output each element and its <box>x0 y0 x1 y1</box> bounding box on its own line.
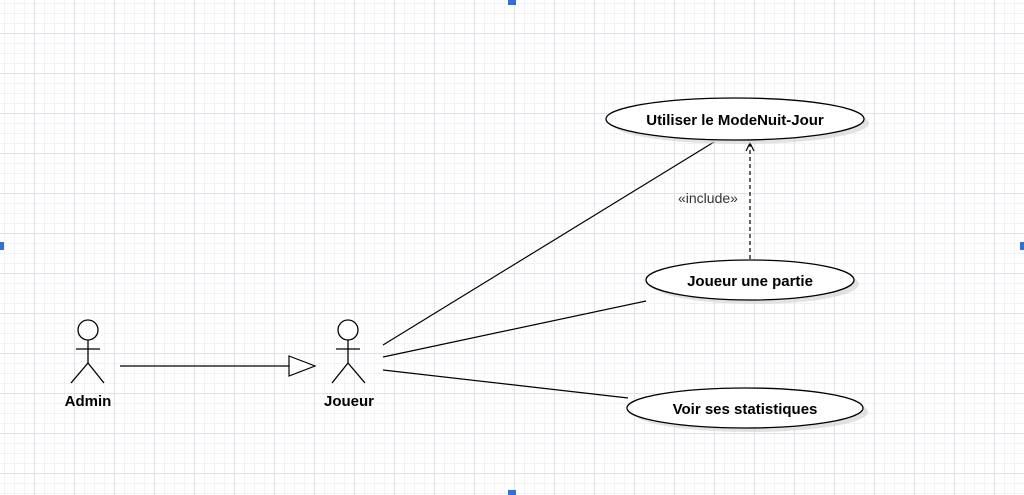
actor-joueur-leg-right <box>347 362 366 384</box>
use-case-joueur-partie[interactable]: Joueur une partie <box>645 259 859 304</box>
selection-handle-right[interactable] <box>1020 242 1024 250</box>
generalization-arrowhead <box>288 355 317 377</box>
use-case-statistiques[interactable]: Voir ses statistiques <box>626 387 868 432</box>
association-joueur-stats[interactable] <box>382 369 629 399</box>
actor-admin-leg-right <box>87 362 105 384</box>
use-case-stats-label: Voir ses statistiques <box>673 401 818 418</box>
use-case-mode-nuit-jour[interactable]: Utiliser le ModeNuit-Jour <box>605 97 869 144</box>
association-joueur-mode[interactable] <box>382 141 715 346</box>
actor-joueur-label: Joueur <box>324 393 374 410</box>
use-case-partie-label: Joueur une partie <box>687 273 813 290</box>
actor-joueur[interactable]: Joueur <box>324 319 374 410</box>
association-joueur-partie[interactable] <box>382 300 647 358</box>
use-case-partie-shape <box>645 259 855 301</box>
include-stereotype-label: «include» <box>678 190 738 206</box>
actor-admin-head <box>77 319 99 341</box>
selection-handle-top[interactable] <box>508 0 516 5</box>
actor-joueur-head <box>337 319 359 341</box>
selection-handle-left[interactable] <box>0 242 4 250</box>
use-case-mode-label: Utiliser le ModeNuit-Jour <box>646 112 824 129</box>
use-case-mode-shape <box>605 97 865 141</box>
actor-joueur-leg-left <box>331 362 349 384</box>
actor-admin[interactable]: Admin <box>65 319 112 410</box>
selection-handle-bottom[interactable] <box>508 490 516 495</box>
actor-admin-leg-left <box>70 362 89 384</box>
use-case-stats-shape <box>626 387 864 429</box>
actor-admin-label: Admin <box>65 393 112 410</box>
